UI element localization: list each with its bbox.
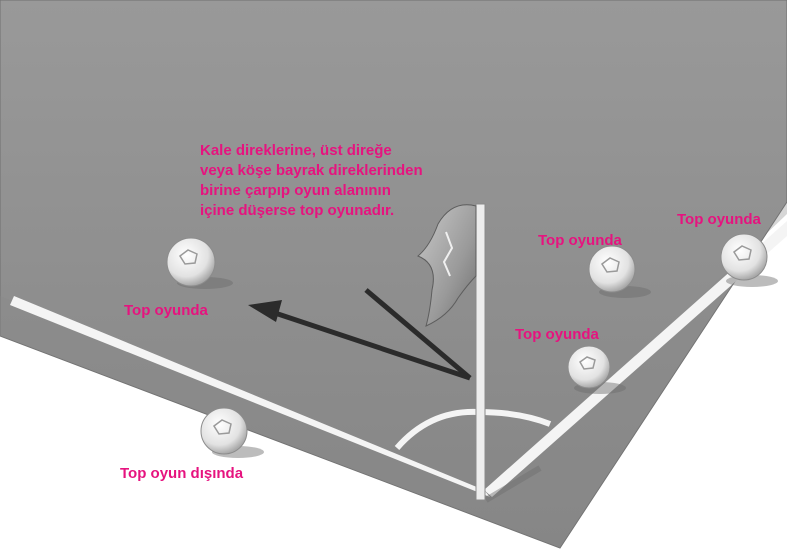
corner-flag-post xyxy=(476,204,485,500)
annotation-line: içine düşerse top oyunadır. xyxy=(200,201,423,221)
annotation-line: veya köşe bayrak direklerinden xyxy=(200,161,423,181)
ball-near-post xyxy=(568,346,610,388)
ball-label-out: Top oyun dışında xyxy=(120,464,243,484)
annotation-line: birine çarpıp oyun alanının xyxy=(200,181,423,201)
ball-right xyxy=(721,234,767,280)
rule-annotation: Kale direklerine, üst direğe veya köşe b… xyxy=(200,141,423,221)
ball-label-right: Top oyunda xyxy=(677,210,761,230)
ball-out xyxy=(201,408,247,454)
ball-label-near-post: Top oyunda xyxy=(515,325,599,345)
annotation-line: Kale direklerine, üst direğe xyxy=(200,141,423,161)
ball-center xyxy=(589,246,635,292)
ball-label-center: Top oyunda xyxy=(538,231,622,251)
ball-left xyxy=(167,238,215,286)
ball-label-left: Top oyunda xyxy=(124,301,208,321)
